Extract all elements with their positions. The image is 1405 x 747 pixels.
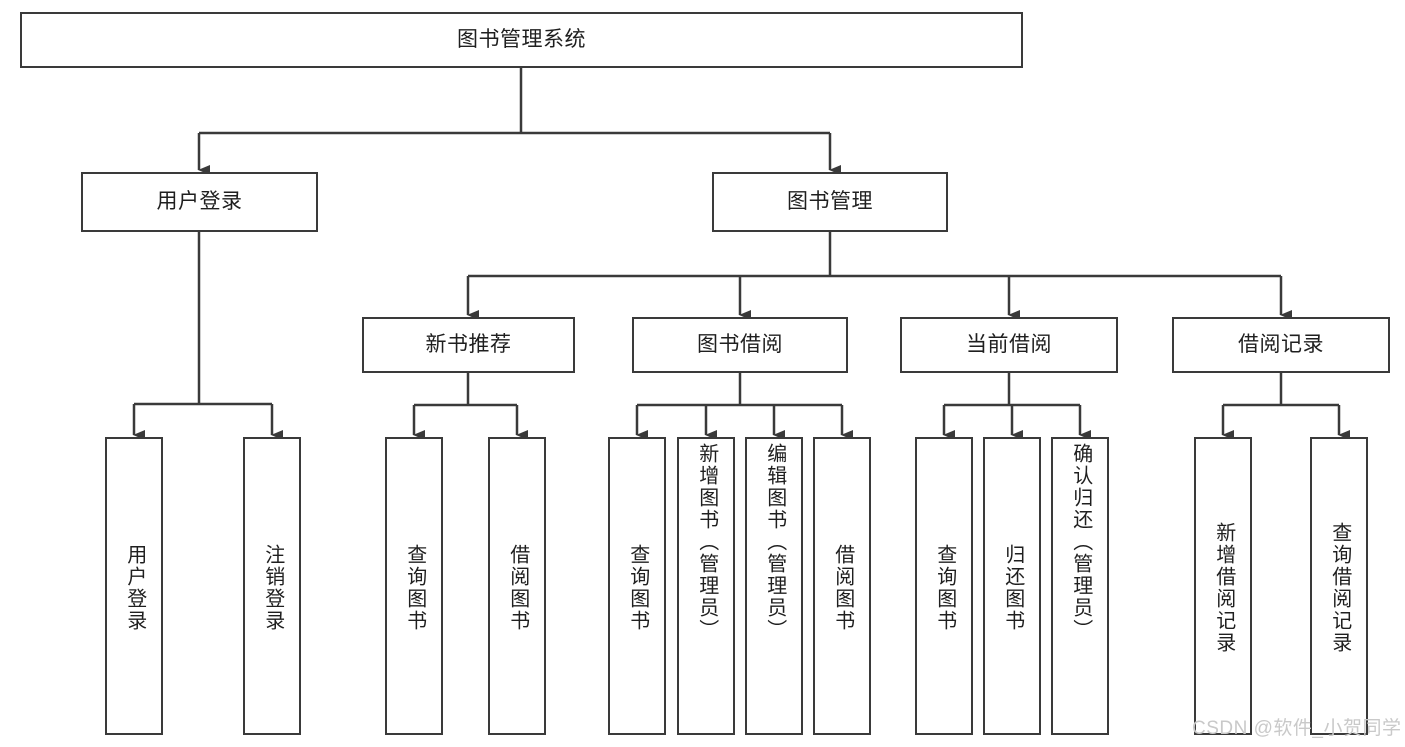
node-label: 新增借阅记录 (1212, 522, 1235, 654)
node-label: 借阅图书 (506, 544, 529, 632)
leaf-logout[interactable]: 注销登录 (243, 437, 301, 735)
node-book-borrow[interactable]: 图书借阅 (632, 317, 848, 373)
leaf-edit-book-admin[interactable]: 编辑图书（管理员） (745, 437, 803, 735)
leaf-confirm-return-admin[interactable]: 确认归还（管理员） (1051, 437, 1109, 735)
leaf-borrow-book[interactable]: 借阅图书 (813, 437, 871, 735)
watermark-text: CSDN @软件_小贺同学 (1192, 718, 1402, 739)
node-label: 查询借阅记录 (1328, 522, 1351, 654)
node-new-book-recommend[interactable]: 新书推荐 (362, 317, 575, 373)
leaf-add-book-admin[interactable]: 新增图书（管理员） (677, 437, 735, 735)
node-label: 用户登录 (123, 544, 146, 632)
node-label: 归还图书 (1001, 544, 1024, 632)
node-book-management[interactable]: 图书管理 (712, 172, 948, 232)
leaf-query-book-current[interactable]: 查询图书 (915, 437, 973, 735)
node-label: 当前借阅 (966, 332, 1052, 356)
node-label: 查询图书 (403, 544, 426, 632)
node-label: 用户登录 (156, 189, 243, 213)
node-user-login[interactable]: 用户登录 (81, 172, 318, 232)
node-borrow-records[interactable]: 借阅记录 (1172, 317, 1390, 373)
node-label: 图书管理 (787, 189, 873, 213)
node-root-system[interactable]: 图书管理系统 (20, 12, 1023, 68)
node-label: 确认归还（管理员） (1069, 443, 1092, 641)
node-label: 注销登录 (261, 544, 284, 632)
leaf-query-book-borrow[interactable]: 查询图书 (608, 437, 666, 735)
node-label: 图书管理系统 (457, 27, 586, 51)
leaf-user-login[interactable]: 用户登录 (105, 437, 163, 735)
node-label: 借阅图书 (831, 544, 854, 632)
node-current-borrow[interactable]: 当前借阅 (900, 317, 1118, 373)
leaf-query-borrow-record[interactable]: 查询借阅记录 (1310, 437, 1368, 735)
leaf-add-borrow-record[interactable]: 新增借阅记录 (1194, 437, 1252, 735)
leaf-query-book-recommend[interactable]: 查询图书 (385, 437, 443, 735)
node-label: 新书推荐 (425, 332, 512, 356)
node-label: 编辑图书（管理员） (763, 443, 786, 641)
leaf-borrow-book-recommend[interactable]: 借阅图书 (488, 437, 546, 735)
node-label: 查询图书 (933, 544, 956, 632)
node-label: 查询图书 (626, 544, 649, 632)
node-label: 新增图书（管理员） (695, 443, 718, 641)
leaf-return-book[interactable]: 归还图书 (983, 437, 1041, 735)
node-label: 借阅记录 (1238, 332, 1324, 356)
node-label: 图书借阅 (697, 332, 783, 356)
